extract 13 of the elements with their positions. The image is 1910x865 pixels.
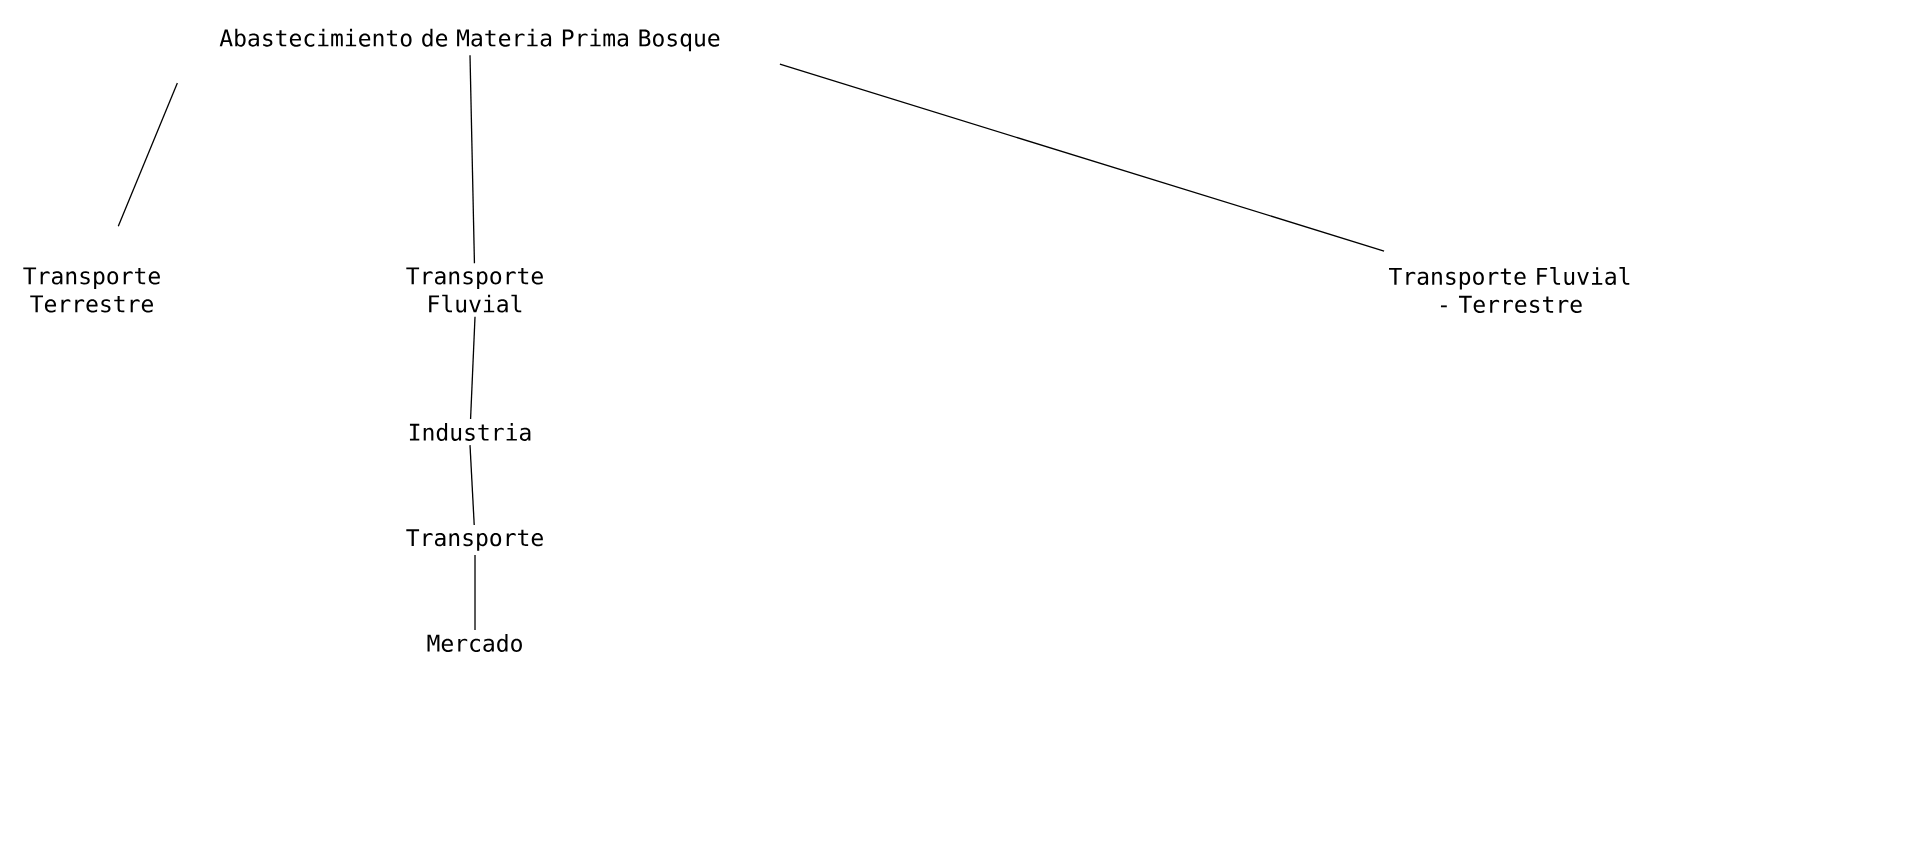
connector-line xyxy=(469,444,475,526)
node-label: Mercado xyxy=(427,634,522,652)
node-label: Transporte Fluvial - Terrestre xyxy=(1389,267,1630,313)
connector-line xyxy=(469,54,476,264)
connector-line xyxy=(469,316,476,420)
node-label: Transporte xyxy=(406,529,543,551)
node-label: Abastecimiento de Materia Prima Bosque xyxy=(219,28,720,52)
connector-line xyxy=(779,63,1385,252)
node-label: Transporte Fluvial xyxy=(406,267,543,313)
connector-line xyxy=(117,82,178,227)
node-label: Transporte Terrestre xyxy=(23,267,160,313)
connector-line xyxy=(474,554,476,631)
node-label: Industria xyxy=(409,423,531,441)
